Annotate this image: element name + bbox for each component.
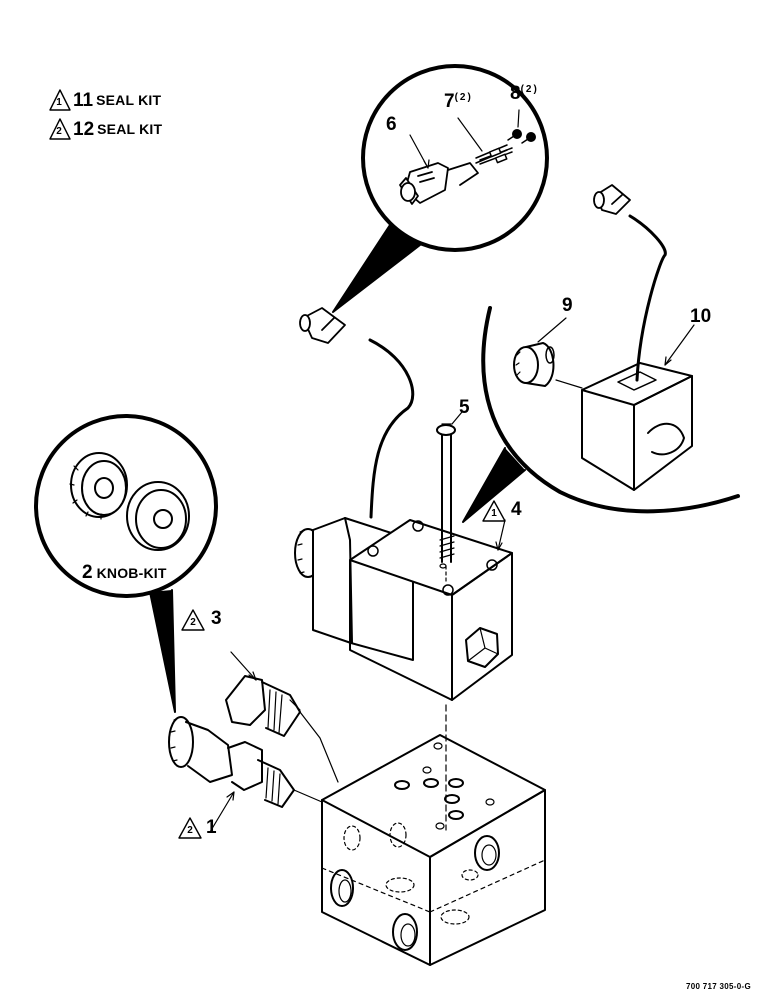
item3-flag-icon: 2 — [190, 617, 196, 628]
solenoid-valve — [294, 307, 513, 701]
terminal-pins — [475, 144, 513, 165]
callout-2-number: 2 — [82, 562, 93, 583]
callout-6: 6 — [386, 114, 397, 135]
item1-flag-icon: 2 — [187, 825, 193, 836]
legend-item-text: SEAL KIT — [96, 92, 162, 108]
callout-7: 7(2) — [444, 92, 473, 111]
knob-kit-detail-circle — [34, 414, 218, 713]
callout-3: 3 — [211, 608, 222, 629]
callout-1: 1 — [206, 817, 217, 838]
cartridge-valve-1 — [168, 716, 323, 808]
legend-row-2: 2 12 SEAL KIT — [48, 119, 162, 139]
callout-9: 9 — [562, 295, 573, 316]
callout-8: 8(2) — [510, 84, 539, 103]
item4-flag-icon: 1 — [491, 508, 497, 519]
flag-2-icon: 2 — [56, 126, 62, 137]
legend-item-number: 12 — [73, 118, 95, 140]
coil-connector — [593, 184, 631, 215]
callout-8-number: 8 — [510, 83, 521, 104]
callout-7-number: 7 — [444, 91, 455, 112]
legend-row-1: 1 11 SEAL KIT — [48, 90, 161, 110]
connector-housing — [399, 162, 479, 205]
cable-seals — [507, 129, 536, 144]
cartridge-valve-3 — [225, 675, 339, 783]
callout-2-text: KNOB-KIT — [96, 565, 167, 581]
manifold-block — [321, 704, 546, 966]
legend-item-text: SEAL KIT — [97, 121, 163, 137]
knob-right — [126, 481, 190, 551]
solenoid-coil — [581, 362, 693, 491]
mounting-bolt — [436, 411, 463, 583]
callout-7-qty: (2) — [454, 92, 473, 103]
legend-item-number: 11 — [73, 89, 94, 111]
flag-1-icon: 1 — [56, 97, 62, 108]
flag-triangles — [49, 89, 506, 839]
coil-detail-arc — [462, 184, 740, 523]
valve-connector — [299, 307, 346, 344]
callout-8-qty: (2) — [520, 84, 539, 95]
knob-left — [69, 452, 128, 520]
callout-10: 10 — [690, 306, 712, 327]
figure-id: 700 717 305-0-G — [686, 982, 751, 991]
callout-5: 5 — [459, 397, 470, 418]
coil-nut — [513, 342, 555, 387]
callout-4: 4 — [511, 499, 522, 520]
connector-detail-circle — [332, 64, 549, 313]
